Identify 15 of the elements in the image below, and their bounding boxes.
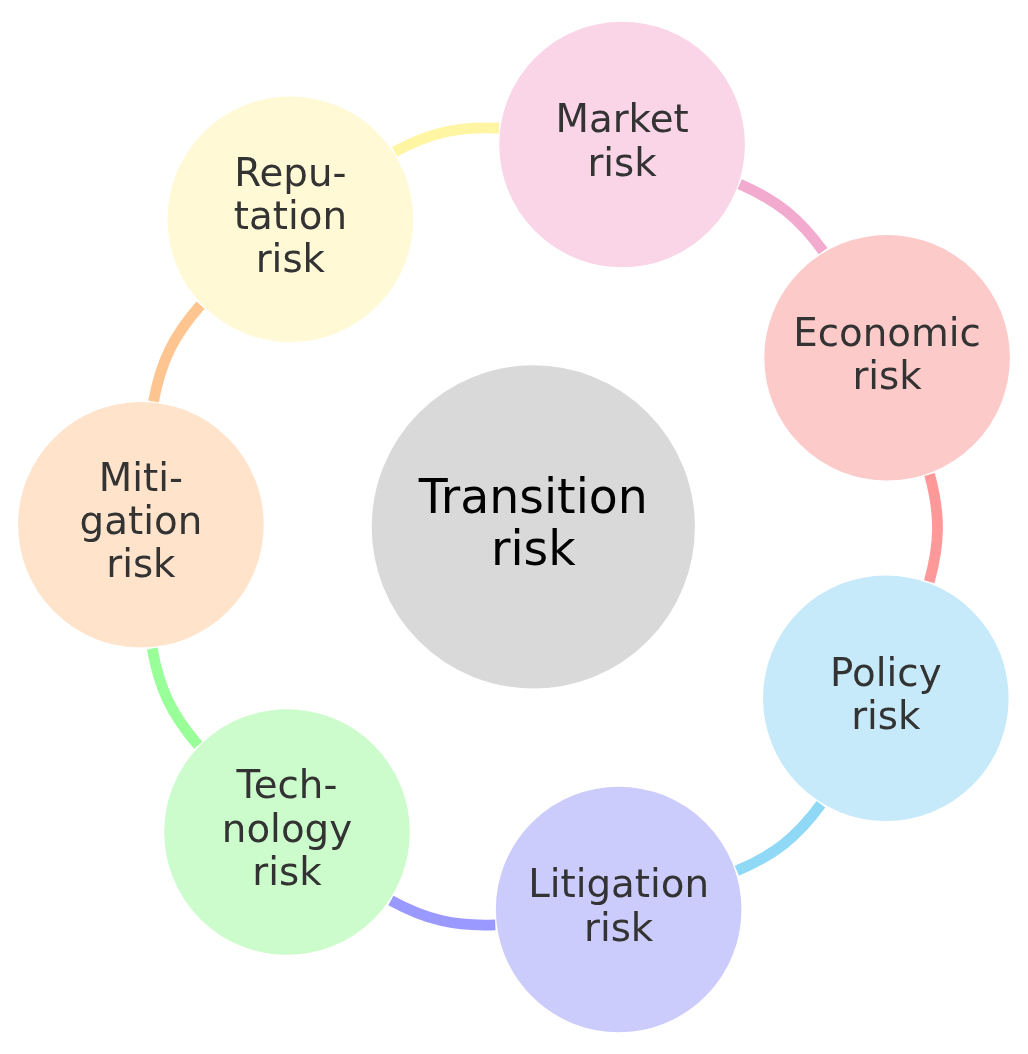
node-circle: Tech- nology risk <box>162 707 412 957</box>
connector <box>924 473 943 584</box>
node-circle: Transition risk <box>369 363 698 691</box>
connector <box>148 301 205 403</box>
node-circle: Economic risk <box>762 232 1013 483</box>
node-circle: Miti- gation risk <box>15 399 266 650</box>
node-circle: Market risk <box>497 19 748 270</box>
connector <box>388 895 496 931</box>
connector <box>737 179 828 255</box>
connector <box>734 801 826 876</box>
node-circle: Policy risk <box>760 573 1011 824</box>
connector <box>392 122 500 157</box>
node-circle: Litigation risk <box>493 784 744 1035</box>
node-circle: Repu- tation risk <box>165 94 416 345</box>
connector <box>146 647 203 749</box>
